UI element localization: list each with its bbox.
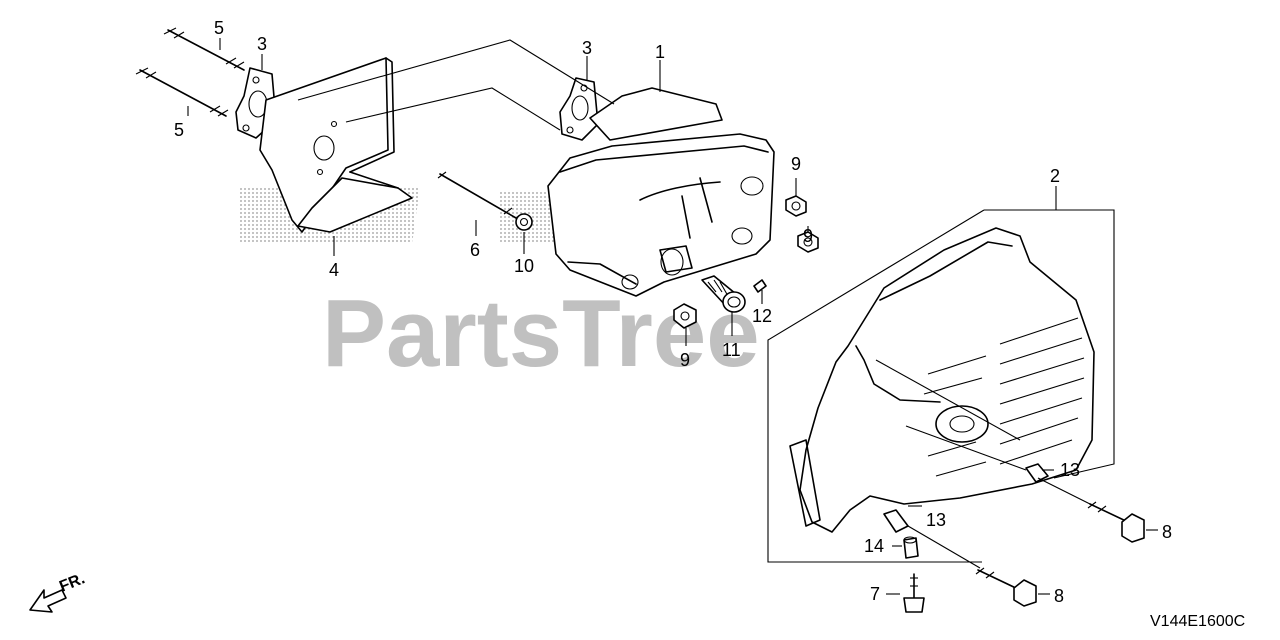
screw-12 (753, 279, 767, 293)
callout-11: 11 (722, 340, 741, 360)
callout-9-lower: 9 (680, 350, 690, 370)
callout-14: 14 (864, 536, 884, 556)
front-arrow-icon (29, 589, 67, 613)
bolt-7 (903, 573, 925, 613)
nut-10 (515, 213, 533, 231)
bolt-8-upper (1087, 501, 1145, 543)
nut-9-lower (673, 303, 697, 329)
callout-5-upper: 5 (214, 18, 224, 38)
callout-8-upper: 8 (1162, 522, 1172, 542)
watermark: PartsTree TM (240, 188, 948, 387)
callout-5-lower: 5 (174, 120, 184, 140)
leader-lines (187, 38, 1158, 595)
callout-9-middle: 9 (803, 226, 813, 246)
callout-13-lower: 13 (926, 510, 946, 530)
watermark-text: PartsTree (322, 280, 760, 387)
muffler-cover (789, 227, 1095, 533)
callout-3-left: 3 (257, 34, 267, 54)
callout-6: 6 (470, 240, 480, 260)
callout-7: 7 (870, 584, 880, 604)
spark-arrester (701, 275, 746, 313)
muffler-protector (259, 57, 413, 233)
callout-1: 1 (655, 42, 665, 62)
muffler (547, 87, 775, 297)
long-stud-lower (135, 67, 229, 117)
callout-13-upper: 13 (1060, 460, 1080, 480)
stud-short (437, 171, 517, 219)
bolt-8-lower (975, 567, 1037, 607)
gasket-right (559, 77, 599, 141)
long-stud-upper (163, 27, 245, 71)
collar-13-upper (1025, 463, 1049, 483)
callout-12: 12 (752, 306, 772, 326)
diagram-code: V144E1600C (1150, 613, 1245, 630)
collar-14 (903, 536, 919, 559)
front-direction-indicator: FR. (29, 570, 87, 613)
callout-2: 2 (1050, 166, 1060, 186)
callout-10: 10 (514, 256, 534, 276)
callout-9-upper: 9 (791, 154, 801, 174)
collar-13-lower (883, 509, 909, 533)
nut-9-upper (785, 195, 807, 217)
front-direction-label: FR. (57, 570, 87, 595)
callout-labels: 5 3 5 4 3 1 6 10 9 9 9 11 12 2 13 13 14 … (174, 18, 1172, 606)
callout-8-lower: 8 (1054, 586, 1064, 606)
callout-3-right: 3 (582, 38, 592, 58)
callout-4: 4 (329, 260, 339, 280)
